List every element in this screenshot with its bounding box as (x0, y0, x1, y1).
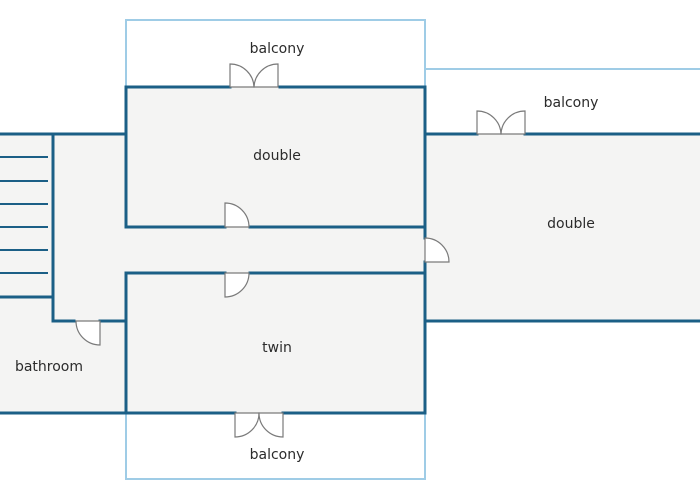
label-double-top: double (253, 148, 301, 164)
door-swing-icon (234, 412, 260, 438)
double-top-floor (126, 87, 425, 227)
label-balcony-right: balcony (544, 95, 599, 111)
room-labels: balcony balcony double double twin bathr… (15, 41, 598, 463)
door-swing-icon (258, 412, 284, 438)
label-bathroom: bathroom (15, 359, 83, 375)
door-swing-icon (229, 63, 255, 88)
door-swing-icon (424, 237, 450, 263)
doors (75, 63, 526, 438)
twin-floor (126, 273, 425, 413)
stairs-icon (0, 156, 48, 274)
wall-double-top-right (278, 85, 427, 136)
wall-twin-left (124, 271, 237, 415)
wall-double-top-left (124, 85, 232, 229)
door-swing-icon (500, 110, 526, 135)
door-swing-icon (476, 110, 502, 135)
door-swing-icon (224, 272, 250, 298)
label-double-right: double (547, 216, 595, 232)
label-balcony-top: balcony (250, 41, 305, 57)
bathroom-floor (0, 321, 126, 413)
door-swing-icon (224, 202, 250, 228)
floors (0, 87, 700, 413)
door-swing-icon (75, 320, 101, 346)
label-twin: twin (262, 340, 292, 356)
walls (0, 85, 700, 415)
door-swing-icon (253, 63, 279, 88)
label-balcony-bottom: balcony (250, 447, 305, 463)
